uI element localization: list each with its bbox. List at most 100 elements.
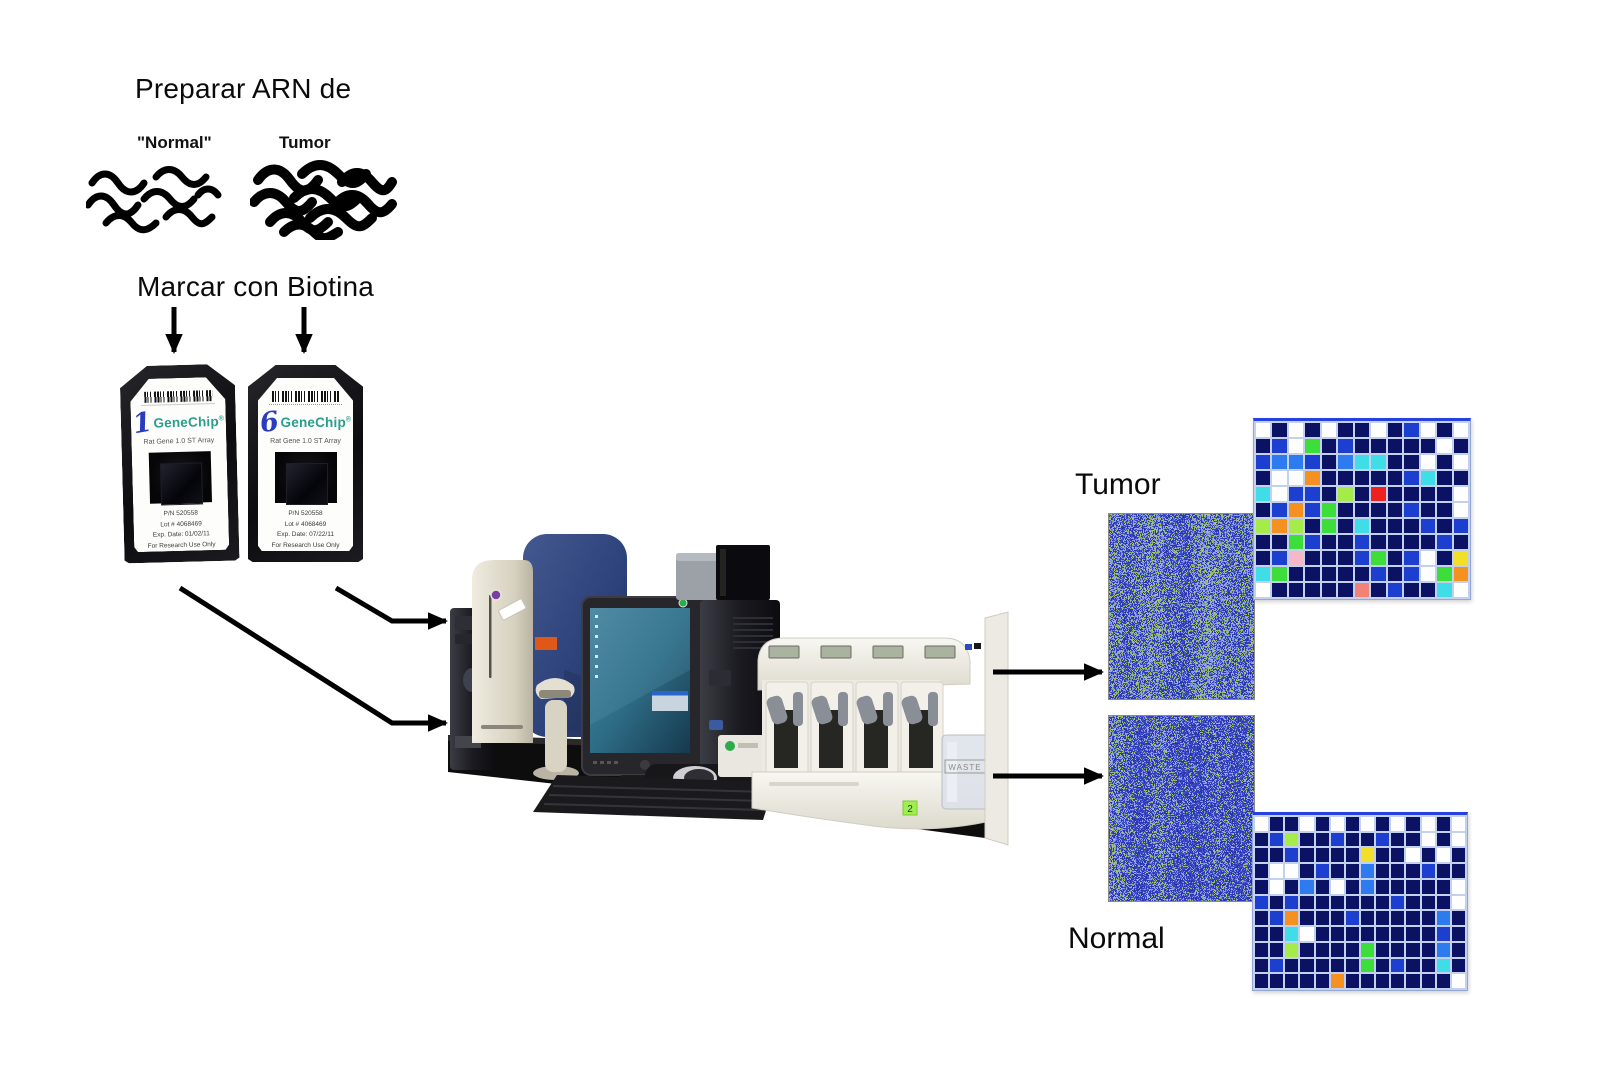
heatmap-cell <box>1330 832 1344 847</box>
heatmap-cell <box>1376 974 1390 988</box>
heatmap-cell <box>1371 567 1386 581</box>
heatmap-cell <box>1305 471 1320 485</box>
heatmap-cell <box>1406 879 1420 894</box>
heatmap-cell <box>1270 864 1284 878</box>
heatmap-cell <box>1451 817 1465 831</box>
chip-info: P/N 520558 Lot # 4068469 Exp. Date: 07/2… <box>271 510 340 549</box>
heatmap-cell <box>1272 551 1287 565</box>
heatmap-cell <box>1300 817 1314 831</box>
heatmap-cell <box>1451 832 1465 847</box>
heatmap-cell <box>1315 942 1329 957</box>
heatmap-cell <box>1338 439 1353 453</box>
heatmap-cell <box>1361 942 1375 957</box>
heatmap-cell <box>1391 911 1405 926</box>
heatmap-cell <box>1305 439 1320 453</box>
heatmap-cell <box>1305 583 1320 597</box>
heatmap-cell <box>1300 911 1314 926</box>
heatmap-cell <box>1255 895 1269 910</box>
heatmap-cell <box>1361 832 1375 847</box>
heatmap-cell <box>1270 817 1284 831</box>
heatmap-cell <box>1361 817 1375 831</box>
heatmap-cell <box>1305 551 1320 565</box>
heatmap-cell <box>1391 974 1405 988</box>
heatmap-cell <box>1255 927 1269 941</box>
heatmap-cell <box>1270 942 1284 957</box>
handwritten-number: 1 <box>130 406 154 441</box>
heatmap-cell <box>1330 911 1344 926</box>
heatmap-cell <box>1321 423 1337 437</box>
output-normal-label: Normal <box>1068 922 1165 955</box>
heatmap-cell <box>1285 911 1299 926</box>
heatmap-cell <box>1345 817 1359 831</box>
heatmap-cell <box>1255 848 1269 863</box>
heatmap-cell <box>1451 895 1465 910</box>
svg-text:WASTE: WASTE <box>948 763 981 772</box>
heatmap-cell <box>1437 471 1452 485</box>
sample-normal-label: "Normal" <box>137 133 212 152</box>
heatmap-cell <box>1321 551 1337 565</box>
heatmap-cell <box>1315 927 1329 941</box>
heatmap-cell <box>1256 535 1271 549</box>
fluidics-sticker: 2 <box>902 800 918 816</box>
heatmap-cell <box>1321 455 1337 469</box>
heatmap-cell <box>1345 974 1359 988</box>
heatmap-cell <box>1406 911 1420 926</box>
heatmap-cell <box>1451 848 1465 863</box>
heatmap-cell <box>1376 958 1390 973</box>
heatmap-cell <box>1256 455 1271 469</box>
heatmap-cell <box>1270 848 1284 863</box>
heatmap-cell <box>1451 879 1465 894</box>
heatmap-cell <box>1345 911 1359 926</box>
waste-bottle: WASTE <box>941 734 989 810</box>
heatmap-cell <box>1354 583 1370 597</box>
heatmap-cell <box>1288 487 1304 501</box>
genechip-cartridge-tumor: 6 GeneChip® Rat Gene 1.0 ST Array P/N 52… <box>248 365 363 562</box>
heatmap-cell <box>1305 567 1320 581</box>
heatmap-cell <box>1321 503 1337 517</box>
heatmap-cell <box>1387 583 1403 597</box>
heatmap-cell <box>1354 551 1370 565</box>
heatmap-cell <box>1387 503 1403 517</box>
heatmap-cell <box>1256 583 1271 597</box>
heatmap-cell <box>1361 911 1375 926</box>
storage-box-gray <box>676 553 722 600</box>
heatmap-cell <box>1270 832 1284 847</box>
genechip-brand: GeneChip® <box>153 414 225 432</box>
heatmap-cell <box>1255 864 1269 878</box>
heatmap-cell <box>1376 848 1390 863</box>
chip-label: 6 GeneChip® Rat Gene 1.0 ST Array P/N 52… <box>258 378 353 551</box>
heatmap-cell <box>1256 471 1271 485</box>
heatmap-cell <box>1345 942 1359 957</box>
rna-normal-squiggles-icon <box>86 166 222 234</box>
heatmap-cell <box>1404 567 1419 581</box>
heatmap-cell <box>1321 535 1337 549</box>
heatmap-cell <box>1354 519 1370 533</box>
chip-array-window <box>274 452 337 506</box>
heatmap-cell <box>1288 423 1304 437</box>
heatmap-cell <box>1406 974 1420 988</box>
heatmap-cell <box>1404 439 1419 453</box>
chip-info: P/N 520558 Lot # 4068469 Exp. Date: 01/0… <box>147 509 216 550</box>
heatmap-cell <box>1387 439 1403 453</box>
heatmap-cell <box>1338 503 1353 517</box>
heatmap-cell <box>1272 487 1287 501</box>
heatmap-cell <box>1285 817 1299 831</box>
barcode-icon <box>271 391 340 402</box>
heatmap-cell <box>1421 942 1435 957</box>
heatmap-cell <box>1371 503 1386 517</box>
heatmap-cell <box>1420 503 1436 517</box>
heatmap-cell <box>1270 911 1284 926</box>
heatmap-cell <box>1330 942 1344 957</box>
heatmap-cell <box>1420 567 1436 581</box>
heatmap-cell <box>1420 551 1436 565</box>
heatmap-cell <box>1436 832 1450 847</box>
heatmap-cell <box>1354 439 1370 453</box>
fluidics-station: 2 WASTE <box>751 611 1009 846</box>
heatmap-cell <box>1354 503 1370 517</box>
heatmap-cell <box>1420 535 1436 549</box>
heatmap-cell <box>1361 864 1375 878</box>
heatmap-cell <box>1387 519 1403 533</box>
heatmap-cell <box>1345 927 1359 941</box>
heatmap-cell <box>1285 927 1299 941</box>
